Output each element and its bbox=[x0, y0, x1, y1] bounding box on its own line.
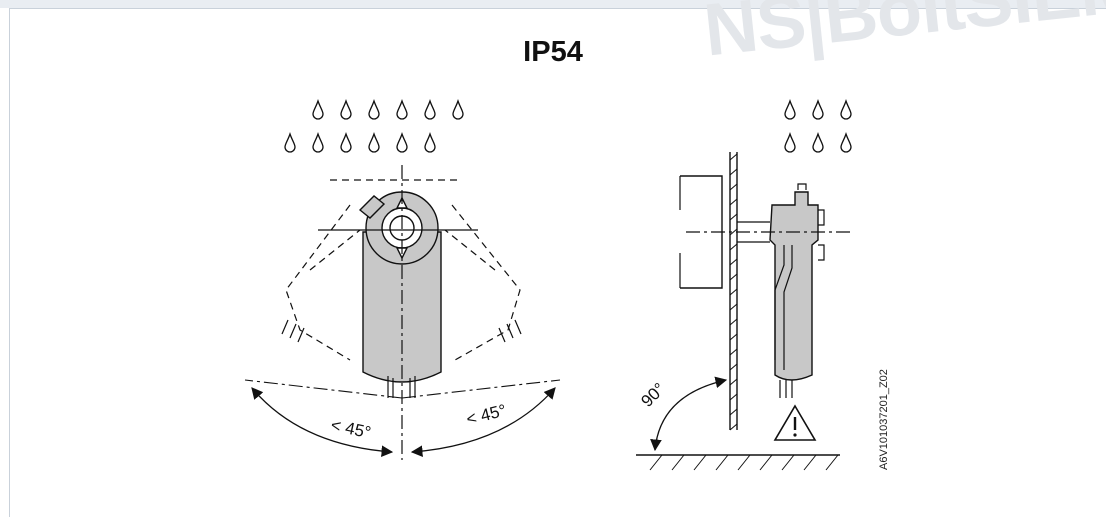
right-tilt-angle-label: < 45° bbox=[464, 401, 508, 429]
document-code: A6V101037201_Z02 bbox=[878, 369, 890, 470]
warning-triangle-icon bbox=[773, 404, 817, 441]
water-drop-icon bbox=[784, 100, 852, 153]
actuator-side-view bbox=[636, 152, 852, 471]
water-drop-icon bbox=[284, 100, 464, 153]
actuator-front-view bbox=[244, 165, 561, 460]
window-left-border bbox=[0, 8, 10, 517]
left-tilt-angle-label: < 45° bbox=[329, 415, 372, 442]
window-top-border bbox=[0, 0, 1106, 9]
wall-angle-label: 90° bbox=[637, 379, 669, 411]
protection-class-title: IP54 bbox=[523, 36, 583, 68]
